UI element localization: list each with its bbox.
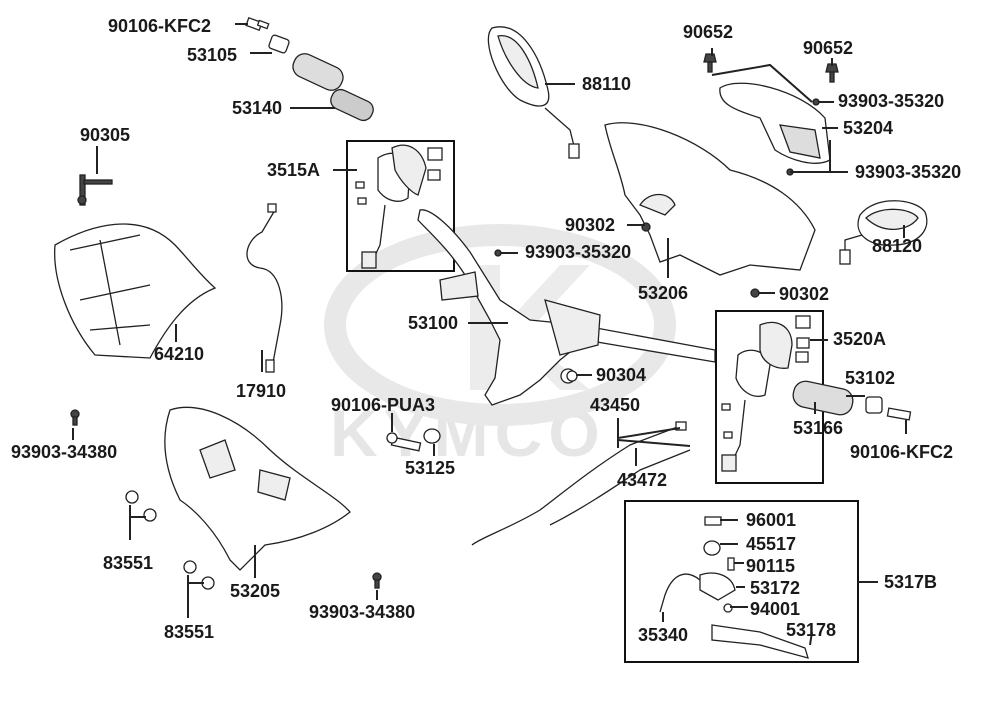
label-90302-a: 90302 <box>565 215 616 235</box>
label-90652-a: 90652 <box>683 22 734 42</box>
label-43472: 43472 <box>617 470 668 490</box>
label-93903-35320-a: 93903-35320 <box>838 91 945 111</box>
label-53172: 53172 <box>750 578 801 598</box>
leader-lines <box>72 23 907 646</box>
label-53100: 53100 <box>408 313 459 333</box>
label-93903-35320-b: 93903-35320 <box>855 162 962 182</box>
cover-53205 <box>164 406 351 571</box>
mirror-88120 <box>839 200 928 265</box>
label-90652-b: 90652 <box>803 38 854 58</box>
label-90115: 90115 <box>746 556 796 576</box>
label-35340: 35340 <box>638 625 689 645</box>
grommet-83551-a <box>125 490 157 522</box>
screw-90302-b <box>750 288 760 298</box>
cover-53206 <box>604 122 816 276</box>
switch-3515a <box>355 144 443 269</box>
label-53204: 53204 <box>843 118 894 138</box>
lever-assembly-5317b <box>659 516 809 659</box>
cable-17910 <box>246 203 283 373</box>
nut-90652-b <box>825 63 839 83</box>
label-94001: 94001 <box>750 599 801 619</box>
label-90106-kfc2-top: 90106-KFC2 <box>108 16 212 36</box>
label-93903-34380-a: 93903-34380 <box>11 442 118 462</box>
label-43450: 43450 <box>590 395 641 415</box>
label-83551-a: 83551 <box>103 553 154 573</box>
label-83551-b: 83551 <box>164 622 215 642</box>
panel-53204 <box>719 82 831 164</box>
label-17910: 17910 <box>236 381 287 401</box>
cable-43450-43472 <box>471 421 691 546</box>
label-90304: 90304 <box>596 365 647 385</box>
label-53102: 53102 <box>845 368 896 388</box>
grip-53140 <box>292 53 374 122</box>
label-53205: 53205 <box>230 581 281 601</box>
screw-93903-34380-a <box>70 409 80 426</box>
label-64210: 64210 <box>154 344 205 364</box>
nut-90652-a <box>703 53 717 73</box>
label-53178: 53178 <box>786 620 837 640</box>
windscreen-64210 <box>54 223 217 359</box>
label-88110: 88110 <box>582 74 632 94</box>
handlebar-53100 <box>417 209 716 406</box>
label-3520a: 3520A <box>833 329 887 349</box>
label-3515a: 3515A <box>267 160 321 180</box>
switch-3520a <box>721 315 811 472</box>
label-90106-pua3: 90106-PUA3 <box>331 395 436 415</box>
label-88120: 88120 <box>872 236 923 256</box>
grip-53166 <box>792 380 854 416</box>
label-53166: 53166 <box>793 418 844 438</box>
label-5317b: 5317B <box>884 572 938 592</box>
label-96001: 96001 <box>746 510 797 530</box>
watermark-logo <box>324 224 676 426</box>
label-53125: 53125 <box>405 458 456 478</box>
collar-53125 <box>423 428 441 444</box>
label-53140: 53140 <box>232 98 283 118</box>
end-cap-53102 <box>865 396 883 414</box>
bolt-90304 <box>566 370 578 382</box>
label-53206: 53206 <box>638 283 689 303</box>
label-53105: 53105 <box>187 45 238 65</box>
label-93903-35320-c: 93903-35320 <box>525 242 632 262</box>
label-90106-kfc2-bottom: 90106-KFC2 <box>850 442 954 462</box>
label-90305: 90305 <box>80 125 131 145</box>
end-cap-53105 <box>268 34 290 54</box>
mirror-88110 <box>487 26 580 159</box>
screw-93903-34380-b <box>372 572 382 589</box>
box-3515a <box>346 140 455 272</box>
screw-90106-kfc2-bottom <box>886 407 912 421</box>
label-90302-b: 90302 <box>779 284 830 304</box>
bolt-90106-pua3 <box>386 432 422 452</box>
label-45517: 45517 <box>746 534 797 554</box>
screw-90106-kfc2-top <box>245 17 270 31</box>
label-93903-34380-b: 93903-34380 <box>309 602 416 622</box>
bracket-90305 <box>77 174 113 206</box>
